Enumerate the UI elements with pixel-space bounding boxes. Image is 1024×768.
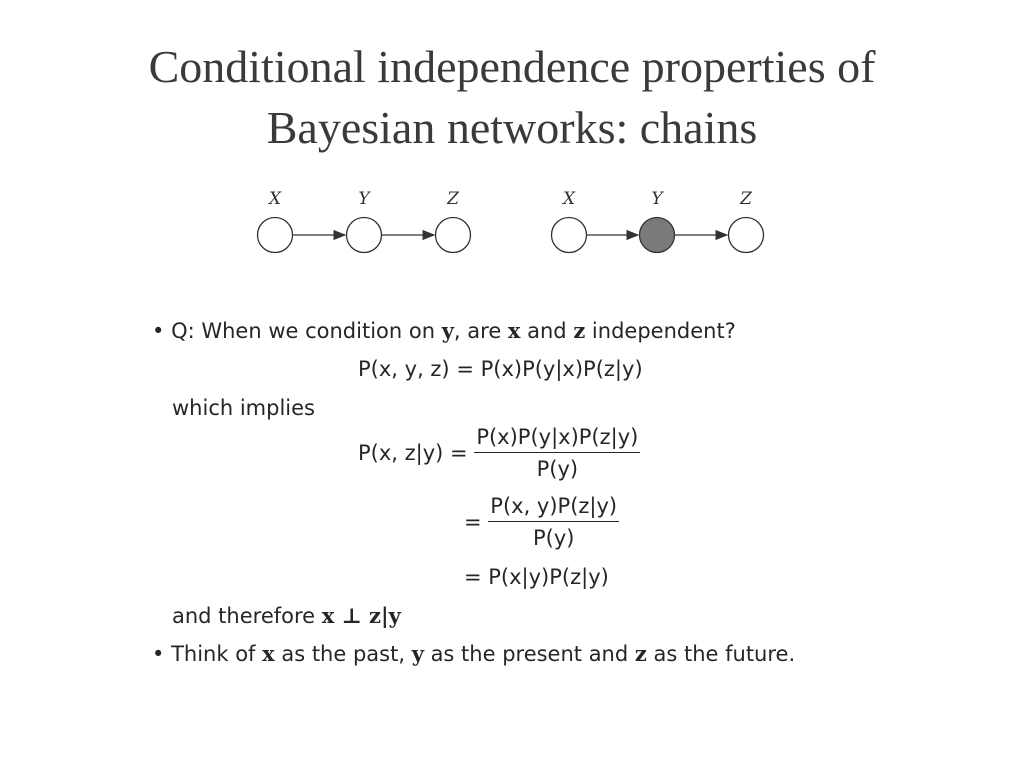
var-y: y (441, 318, 454, 343)
fraction-1-denominator: P(y) (536, 457, 579, 481)
equation-conditional-lhs: P(x, z|y) = (358, 441, 468, 465)
equation-joint-lhs: P(x, y, z) (358, 357, 450, 381)
node-label-x: X (561, 189, 576, 209)
equation-conditional: P(x, z|y) = P(x)P(y|x)P(z|y) P(y) (358, 425, 641, 481)
node-x (550, 216, 588, 254)
bullet-dot: • (152, 642, 165, 666)
equals-sign: = (464, 510, 482, 534)
bayes-chain-diagrams: X Y Z X Y Z (256, 189, 765, 254)
var-x: x (507, 318, 521, 343)
bullet-1-text: Q: When we condition on (171, 319, 442, 343)
node-y-observed (638, 216, 676, 254)
therefore-line: and therefore x ⊥ z|y (172, 603, 401, 629)
fraction-2-numerator: P(x, y)P(z|y) (488, 494, 620, 522)
bullet-2-text: Think of (171, 642, 263, 666)
bullet-1-text: independent? (585, 319, 736, 343)
title-line-2: Bayesian networks: chains (266, 102, 758, 153)
equation-step-3: = P(x|y)P(z|y) (464, 565, 609, 589)
var-x: x (262, 641, 275, 666)
bullet-2: • Think of x as the past, y as the prese… (152, 641, 795, 667)
node-z (727, 216, 765, 254)
equation-joint: P(x, y, z) = P(x)P(y|x)P(z|y) (358, 356, 643, 382)
var-y: y (411, 641, 424, 666)
independence-statement: x ⊥ z|y (321, 603, 401, 628)
bullet-dot: • (152, 319, 165, 343)
slide-title: Conditional independence properties of B… (0, 36, 1024, 158)
bullet-2-text: as the present and (423, 642, 635, 666)
bullet-1-text: , are (453, 319, 508, 343)
fraction-2: P(x, y)P(z|y) P(y) (488, 494, 620, 550)
node-y (345, 216, 383, 254)
fraction-1: P(x)P(y|x)P(z|y) P(y) (474, 425, 641, 481)
which-implies-text: which implies (172, 396, 316, 420)
node-label-y: Y (651, 189, 664, 209)
node-label-x: X (267, 189, 282, 209)
bullet-1-text: and (520, 319, 574, 343)
graph-unobserved: X Y Z (256, 189, 472, 254)
bullet-2-text: as the future. (646, 642, 796, 666)
node-label-y: Y (358, 189, 371, 209)
bullet-1: • Q: When we condition on y, are x and z… (152, 318, 736, 344)
bullet-2-text: as the past, (274, 642, 412, 666)
node-z (434, 216, 472, 254)
equation-step-2: = P(x, y)P(z|y) P(y) (464, 494, 620, 550)
graph-observed-y: X Y Z (550, 189, 765, 254)
node-x (256, 216, 294, 254)
node-label-z: Z (446, 189, 460, 209)
node-label-z: Z (739, 189, 753, 209)
fraction-1-numerator: P(x)P(y|x)P(z|y) (474, 425, 641, 453)
equation-joint-rhs: = P(x)P(y|x)P(z|y) (456, 357, 643, 381)
var-z: z (573, 318, 586, 343)
var-z: z (634, 641, 647, 666)
title-line-1: Conditional independence properties of (148, 41, 876, 92)
fraction-2-denominator: P(y) (532, 526, 575, 550)
therefore-text: and therefore (172, 604, 322, 628)
